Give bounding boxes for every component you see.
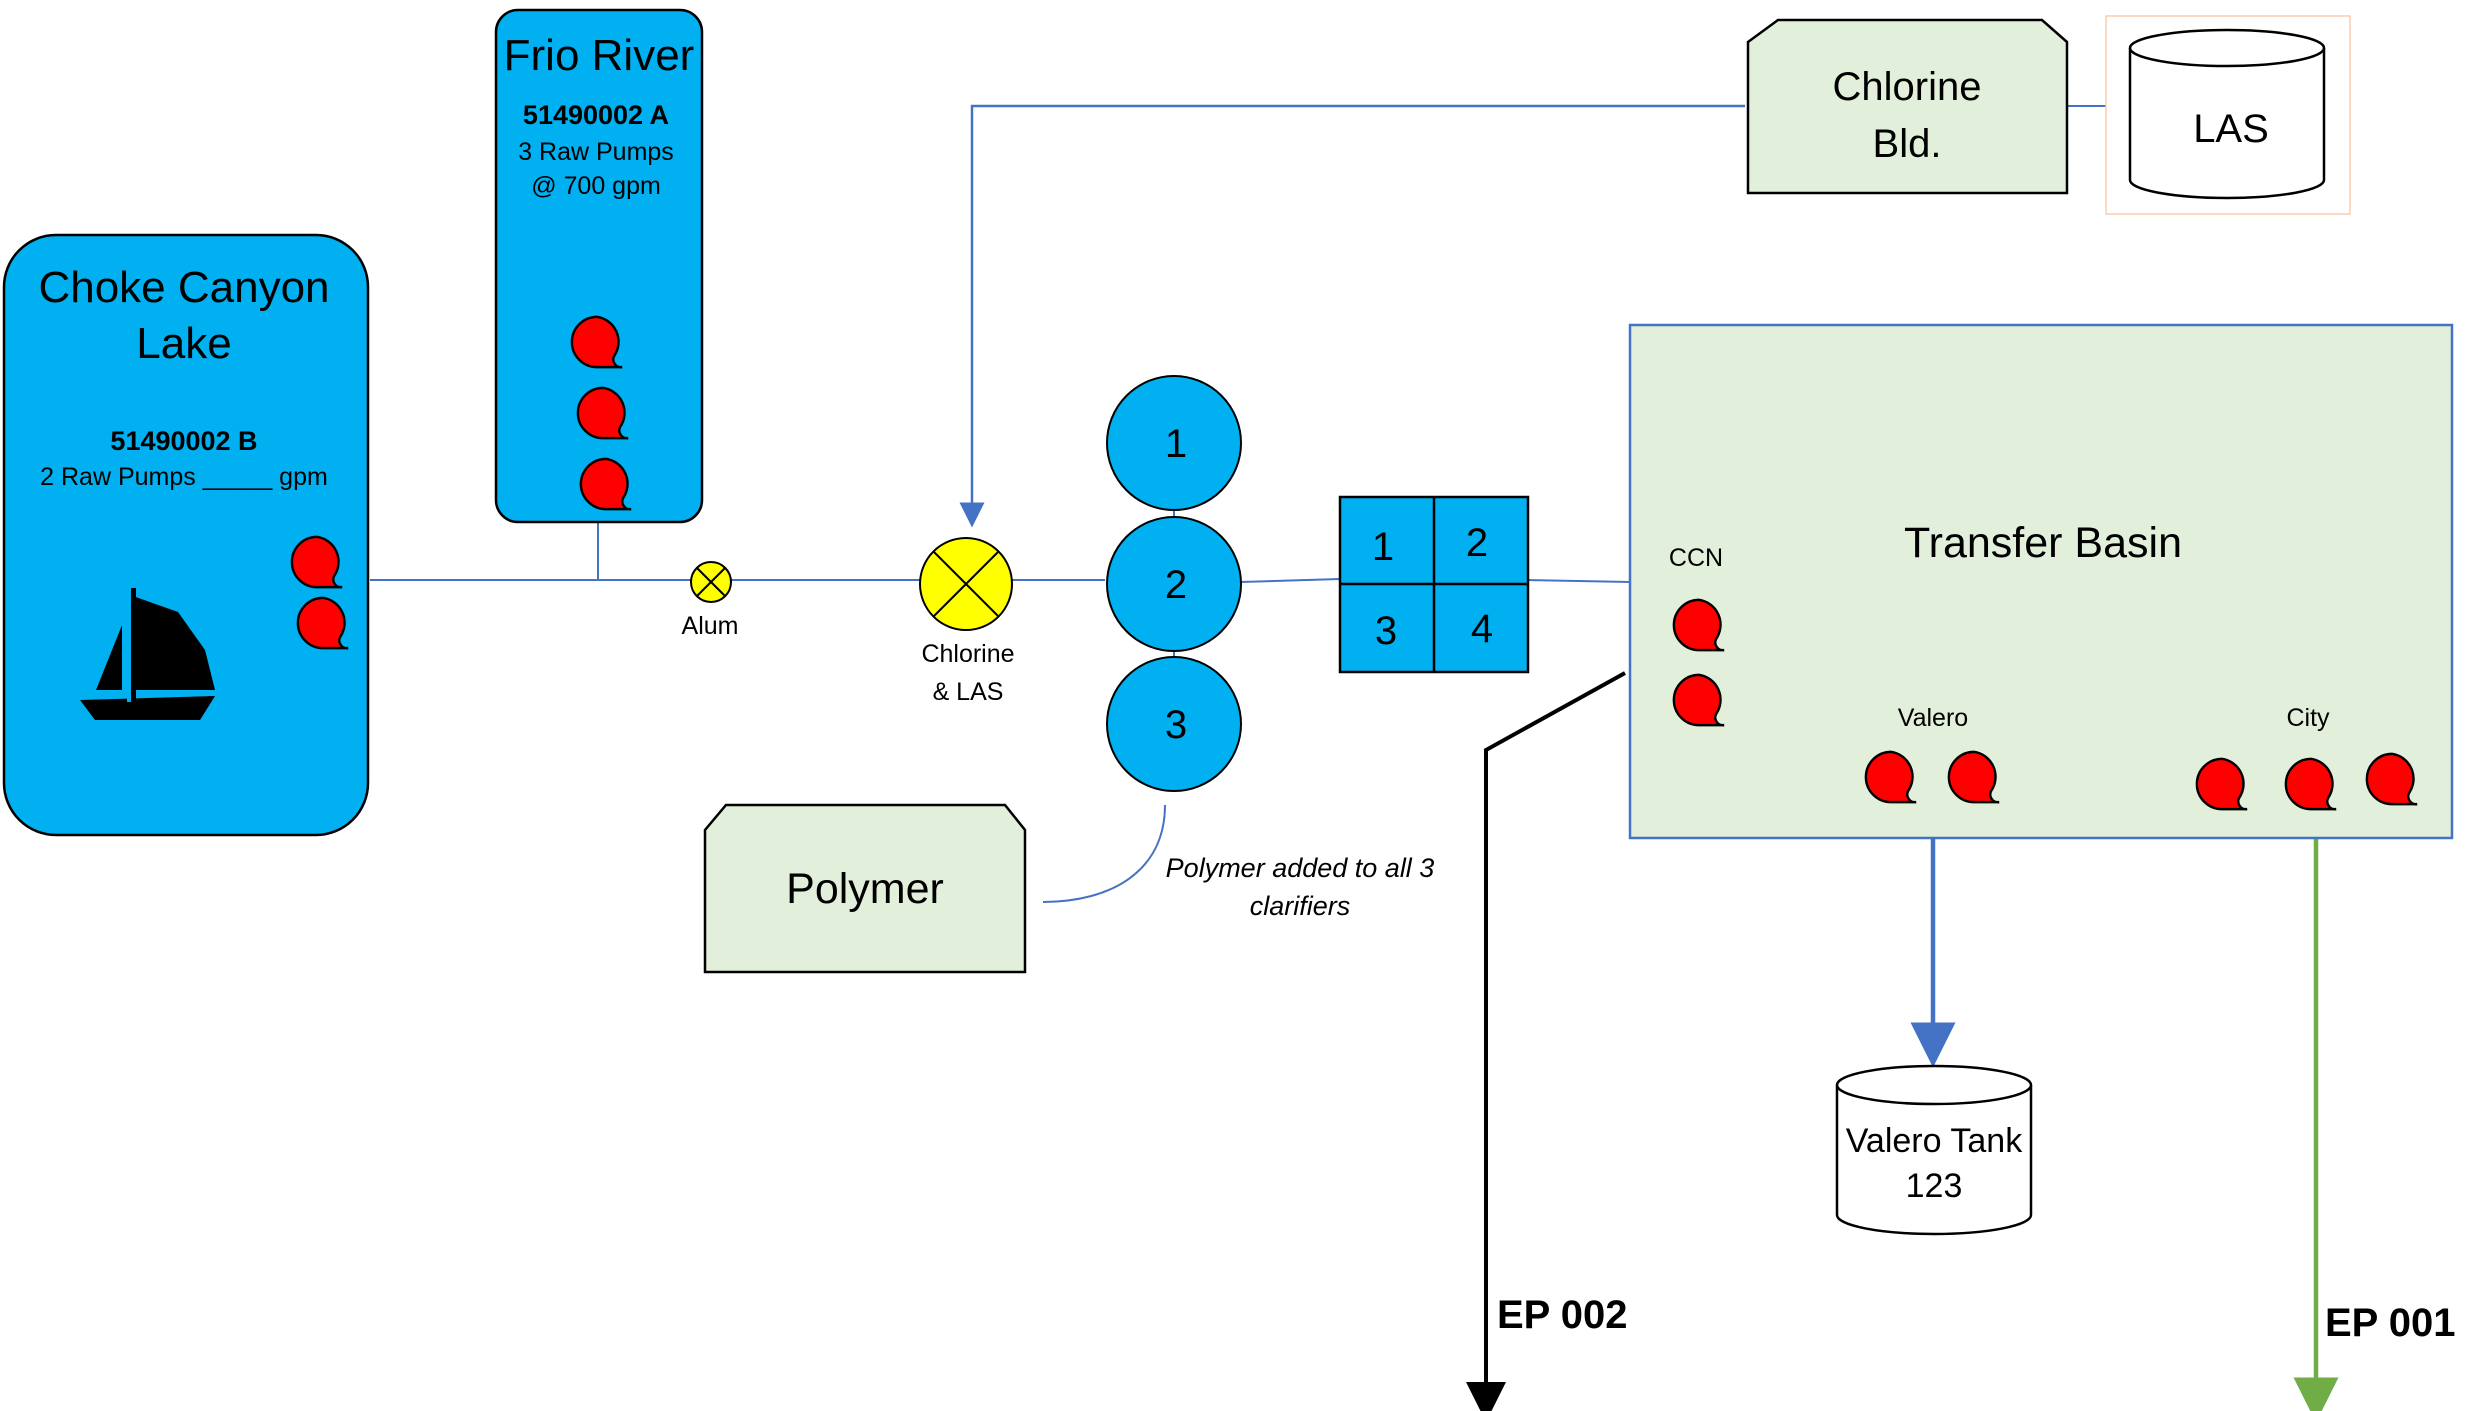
river-box bbox=[494, 8, 704, 524]
ep001-label: EP 001 bbox=[2325, 1301, 2456, 1345]
filter-2[interactable]: 2 bbox=[1466, 521, 1488, 565]
chlorine-bld-label-line2: Bld. bbox=[1873, 122, 1942, 166]
valero-label: Valero bbox=[1898, 704, 1968, 732]
river-pumps-line2: @ 700 gpm bbox=[531, 172, 661, 200]
valero-tank[interactable]: Valero Tank 123 bbox=[1835, 1064, 2033, 1236]
polymer-note-line1: Polymer added to all 3 bbox=[1166, 853, 1435, 883]
chlorine-building[interactable]: Chlorine Bld. bbox=[1746, 18, 2069, 195]
ccn-label: CCN bbox=[1669, 544, 1723, 572]
chlorine-bld-label-line1: Chlorine bbox=[1833, 65, 1982, 109]
ep002-label: EP 002 bbox=[1497, 1293, 1628, 1337]
river-title: Frio River bbox=[504, 31, 695, 80]
polymer-building[interactable]: Polymer bbox=[703, 803, 1027, 974]
chlorine-bld-box bbox=[1746, 18, 2069, 195]
transfer-basin-box bbox=[1628, 323, 2454, 840]
filter-3[interactable]: 3 bbox=[1375, 609, 1397, 653]
lake-id: 51490002 B bbox=[110, 426, 257, 456]
polymer-label: Polymer bbox=[786, 865, 944, 913]
lake-box bbox=[2, 233, 370, 837]
frio-river[interactable]: Frio River 51490002 A 3 Raw Pumps @ 700 … bbox=[494, 8, 704, 524]
alum-label: Alum bbox=[682, 612, 739, 640]
choke-canyon-lake[interactable]: Choke Canyon Lake 51490002 B 2 Raw Pumps… bbox=[2, 233, 370, 837]
valero-tank-body bbox=[1835, 1085, 2033, 1236]
chlorine-injection[interactable]: Chlorine & LAS bbox=[919, 537, 1015, 706]
clarifier-3[interactable]: 3 bbox=[1106, 656, 1242, 792]
chlorine-feed-line bbox=[959, 104, 1745, 528]
clarifier-1[interactable]: 1 bbox=[1106, 375, 1242, 511]
clarifiers: 1 2 3 bbox=[1106, 375, 1242, 792]
las-tank-body bbox=[2128, 48, 2326, 200]
clarifier-1-label: 1 bbox=[1165, 422, 1187, 466]
lake-title-line2: Lake bbox=[136, 319, 231, 368]
lake-title-line1: Choke Canyon bbox=[38, 263, 329, 312]
valero-tank-label-line2: 123 bbox=[1906, 1167, 1963, 1205]
transfer-basin-title: Transfer Basin bbox=[1904, 519, 2182, 567]
alum-injection[interactable]: Alum bbox=[682, 561, 739, 640]
clarifier-to-filter-pipe bbox=[1239, 578, 1341, 583]
filter-to-basin-pipe bbox=[1524, 579, 1631, 583]
lake-pumps-text: 2 Raw Pumps _____ gpm bbox=[40, 463, 328, 491]
clarifier-3-label: 3 bbox=[1165, 703, 1187, 747]
ep002-outflow-line bbox=[1466, 671, 1626, 1411]
filter-1[interactable]: 1 bbox=[1372, 525, 1394, 569]
filters: 1 2 3 4 bbox=[1338, 495, 1530, 674]
clarifier-2-label: 2 bbox=[1165, 563, 1187, 607]
las-tank[interactable]: LAS bbox=[2105, 15, 2351, 215]
polymer-feed-curve bbox=[1042, 804, 1166, 903]
las-tank-label: LAS bbox=[2193, 107, 2269, 151]
valero-tank-label-line1: Valero Tank bbox=[1846, 1122, 2023, 1160]
river-pumps-line1: 3 Raw Pumps bbox=[518, 138, 674, 166]
sailboat-icon bbox=[80, 588, 215, 720]
polymer-note-line2: clarifiers bbox=[1250, 891, 1351, 921]
clarifier-2[interactable]: 2 bbox=[1106, 516, 1242, 652]
filter-4[interactable]: 4 bbox=[1471, 607, 1493, 651]
transfer-basin[interactable]: Transfer Basin CCN Valero City bbox=[1628, 323, 2454, 840]
river-id: 51490002 A bbox=[523, 100, 669, 130]
chlorine-label-line2: & LAS bbox=[933, 678, 1004, 706]
polymer-box bbox=[703, 803, 1027, 974]
city-label: City bbox=[2286, 704, 2330, 732]
chlorine-label-line1: Chlorine bbox=[921, 640, 1014, 668]
